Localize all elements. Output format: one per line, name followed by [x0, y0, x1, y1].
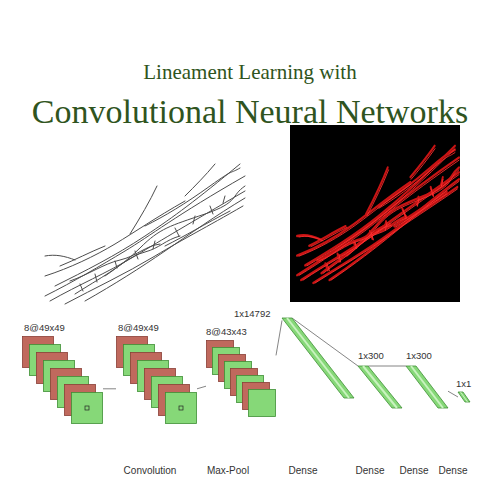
- main-title: Convolutional Neural Networks: [32, 93, 468, 131]
- layer-connector: [448, 391, 458, 397]
- dense-band: [406, 366, 448, 408]
- kernel-window: [179, 406, 183, 410]
- layer-size: 8@49x49: [118, 322, 159, 334]
- layer-type: Dense: [356, 465, 385, 476]
- dense-band: [458, 392, 470, 402]
- dense-bar: [358, 366, 402, 408]
- layer-type: Dense: [439, 465, 468, 476]
- dense-bar: [282, 318, 354, 398]
- kernel-window: [85, 406, 89, 410]
- dense-highlight: [287, 318, 349, 398]
- dense-layer: 1x14792: [282, 318, 354, 398]
- layer-type: Max-Pool: [207, 465, 249, 476]
- layer-size: 8@49x49: [24, 322, 65, 334]
- feature-maps: [116, 336, 197, 424]
- layer-type: Dense: [289, 465, 318, 476]
- layer-connector: [276, 320, 282, 355]
- subtitle: Lineament Learning with: [143, 60, 356, 85]
- feature-map: [72, 393, 103, 424]
- dense-band: [282, 318, 354, 398]
- dense-bar: [406, 366, 448, 408]
- lineament-prediction: [297, 146, 459, 283]
- dense-layer: 1x300: [358, 366, 402, 408]
- dense-bar: [458, 392, 470, 402]
- feature-map: [249, 390, 276, 417]
- dense-highlight: [461, 392, 468, 402]
- feature-map-stack: 8@49x49: [22, 336, 103, 424]
- lineament-sketch: [45, 164, 245, 304]
- layer-size: 1x1: [456, 378, 471, 390]
- layer-connector: [368, 366, 406, 367]
- lineament-prediction: [299, 149, 459, 283]
- dense-layer: 1x1: [458, 392, 470, 402]
- feature-map-stack: 8@43x43: [206, 340, 276, 417]
- layer-size: 8@43x43: [206, 326, 247, 338]
- layer-type: Dense: [400, 465, 429, 476]
- layer-type: Convolution: [124, 465, 177, 476]
- prediction-panel: [290, 125, 460, 302]
- layer-connector: [197, 386, 206, 389]
- dense-layer: 1x300: [406, 366, 448, 408]
- dense-band: [358, 366, 402, 408]
- feature-maps: [22, 336, 103, 424]
- layer-connector: [103, 388, 116, 389]
- feature-maps: [206, 340, 276, 417]
- layer-size: 1x300: [406, 350, 432, 362]
- dense-highlight: [363, 366, 397, 408]
- feature-map-stack: 8@49x49: [116, 336, 197, 424]
- dense-highlight: [411, 366, 443, 408]
- layer-size: 1x14792: [234, 308, 270, 320]
- feature-map: [166, 393, 197, 424]
- layer-size: 1x300: [358, 350, 384, 362]
